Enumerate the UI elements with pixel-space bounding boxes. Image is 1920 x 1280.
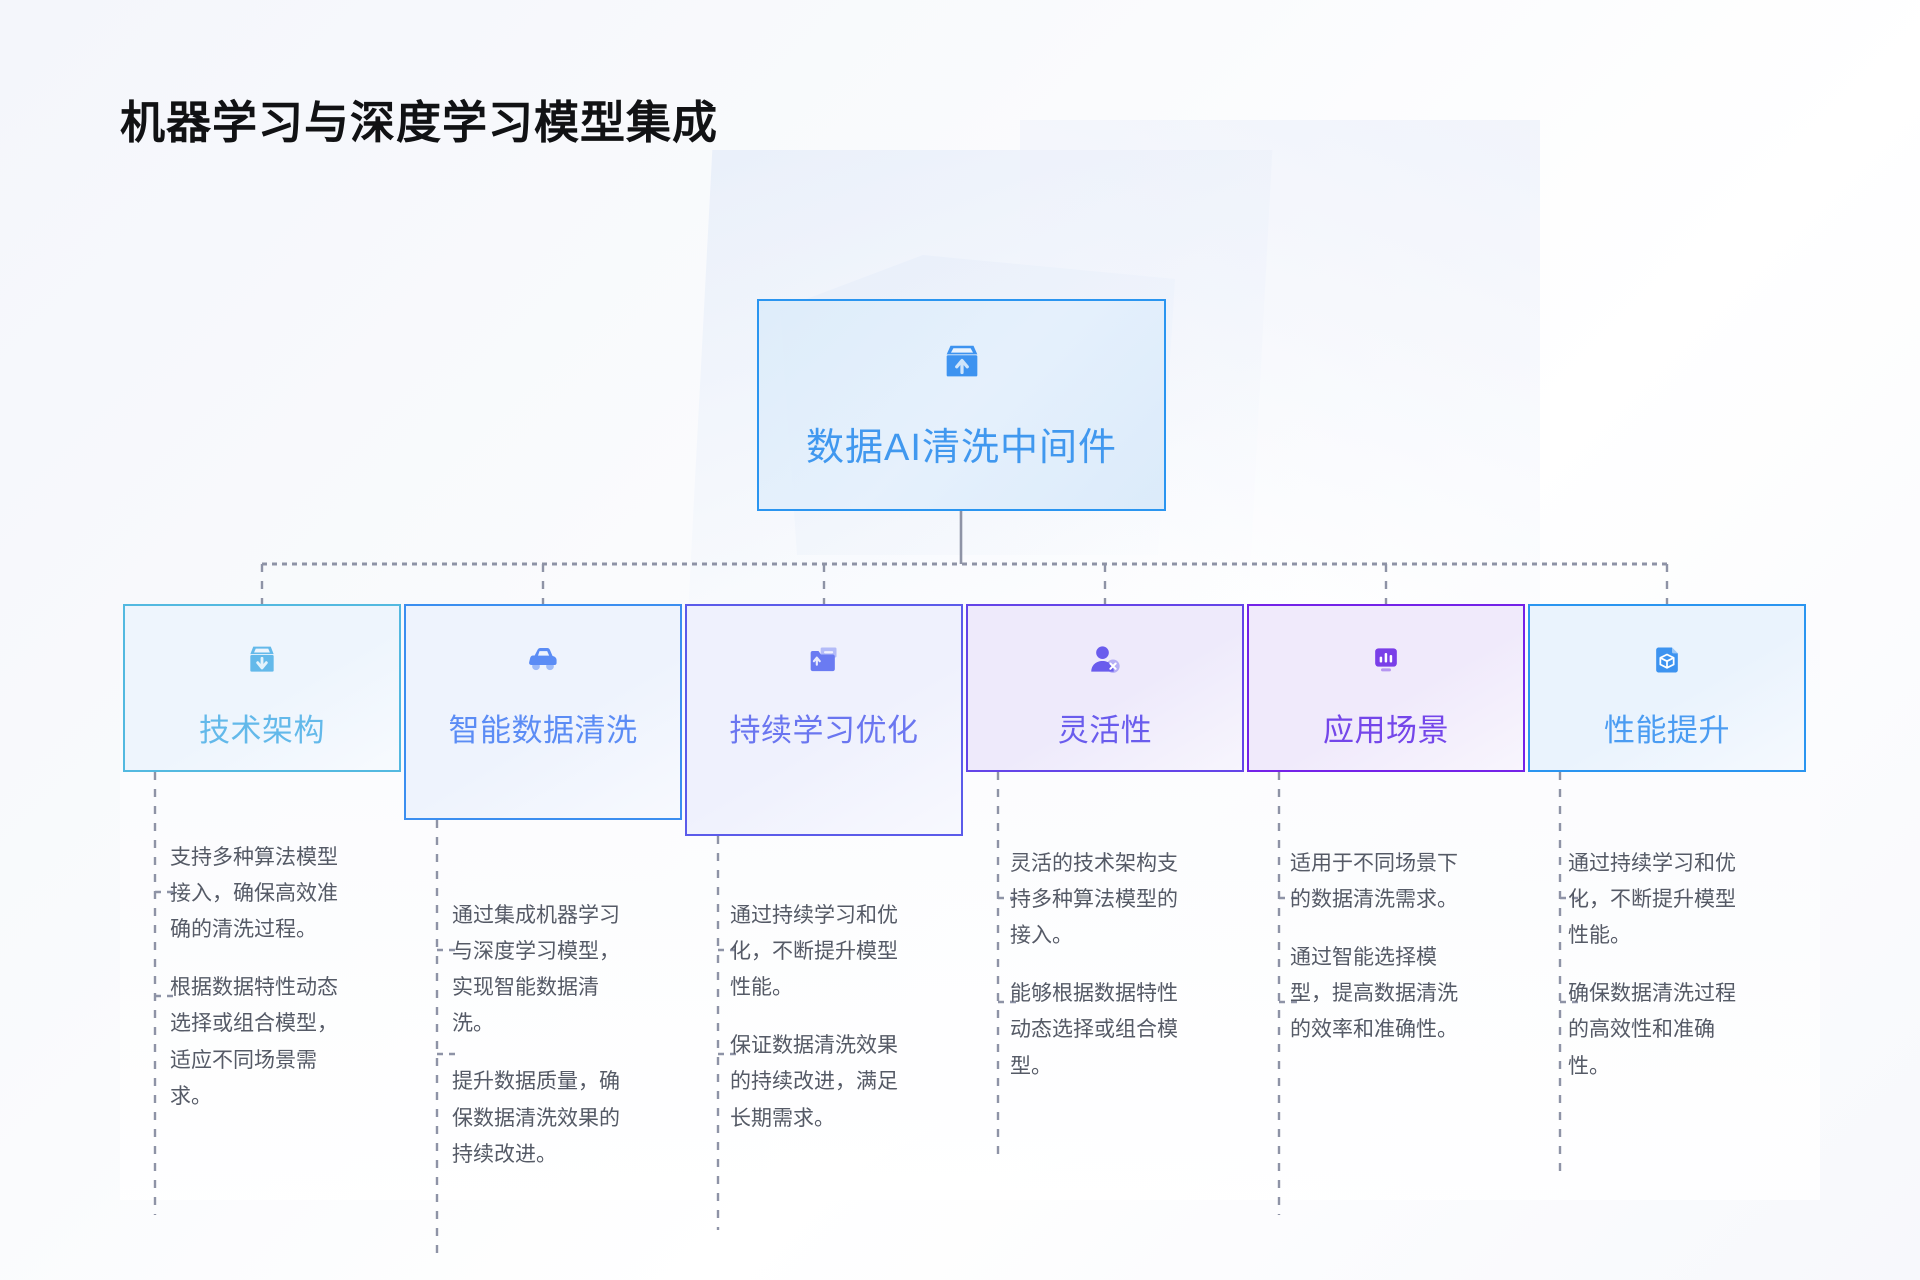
category-label-2: 智能数据清洗 xyxy=(448,713,638,748)
user-remove-icon xyxy=(1085,640,1125,685)
category-box-3[interactable]: 持续学习优化 xyxy=(685,604,963,836)
category-label-4: 灵活性 xyxy=(1057,713,1153,748)
category-label-6: 性能提升 xyxy=(1604,713,1730,748)
description-column-1: 支持多种算法模型接入，确保高效准确的清洗过程。根据数据特性动态选择或组合模型，适… xyxy=(170,840,346,1115)
description-column-4: 灵活的技术架构支持多种算法模型的接入。能够根据数据特性动态选择或组合模型。 xyxy=(1010,846,1186,1085)
page-title: 机器学习与深度学习模型集成 xyxy=(120,97,719,149)
description-column-6: 通过持续学习和优化，不断提升模型性能。确保数据清洗过程的高效性和准确性。 xyxy=(1568,846,1744,1085)
description-text: 适用于不同场景下的数据清洗需求。 xyxy=(1290,852,1458,912)
description-column-5: 适用于不同场景下的数据清洗需求。通过智能选择模型，提高数据清洗的效率和准确性。 xyxy=(1290,846,1466,1049)
description-text: 保证数据清洗效果的持续改进，满足长期需求。 xyxy=(730,1034,898,1130)
description-text: 灵活的技术架构支持多种算法模型的接入。 xyxy=(1010,852,1178,948)
category-box-6[interactable]: 性能提升 xyxy=(1528,604,1806,772)
description-text: 通过智能选择模型，提高数据清洗的效率和准确性。 xyxy=(1290,946,1458,1042)
description-text: 根据数据特性动态选择或组合模型，适应不同场景需求。 xyxy=(170,976,338,1108)
description-column-2: 通过集成机器学习与深度学习模型，实现智能数据清洗。提升数据质量，确保数据清洗效果… xyxy=(452,898,628,1173)
category-box-2[interactable]: 智能数据清洗 xyxy=(404,604,682,820)
cube-file-icon xyxy=(1647,640,1687,685)
description-text: 通过集成机器学习与深度学习模型，实现智能数据清洗。 xyxy=(452,904,620,1036)
folder-upload-icon xyxy=(804,640,844,685)
category-box-4[interactable]: 灵活性 xyxy=(966,604,1244,772)
central-node-label: 数据AI清洗中间件 xyxy=(806,427,1117,469)
description-text: 提升数据质量，确保数据清洗效果的持续改进。 xyxy=(452,1070,620,1166)
central-node[interactable]: 数据AI清洗中间件 xyxy=(757,299,1166,511)
description-text: 能够根据数据特性动态选择或组合模型。 xyxy=(1010,982,1178,1078)
category-label-1: 技术架构 xyxy=(199,713,325,748)
description-text: 通过持续学习和优化，不断提升模型性能。 xyxy=(1568,852,1736,948)
category-label-5: 应用场景 xyxy=(1323,713,1449,748)
description-text: 支持多种算法模型接入，确保高效准确的清洗过程。 xyxy=(170,846,338,942)
car-icon xyxy=(523,640,563,685)
category-label-3: 持续学习优化 xyxy=(729,713,919,748)
category-box-5[interactable]: 应用场景 xyxy=(1247,604,1525,772)
description-column-3: 通过持续学习和优化，不断提升模型性能。保证数据清洗效果的持续改进，满足长期需求。 xyxy=(730,898,906,1137)
inbox-download-icon xyxy=(242,640,282,685)
description-text: 通过持续学习和优化，不断提升模型性能。 xyxy=(730,904,898,1000)
description-text: 确保数据清洗过程的高效性和准确性。 xyxy=(1568,982,1736,1078)
category-box-1[interactable]: 技术架构 xyxy=(123,604,401,772)
bar-chart-monitor-icon xyxy=(1366,640,1406,685)
package-upload-icon xyxy=(939,339,985,390)
